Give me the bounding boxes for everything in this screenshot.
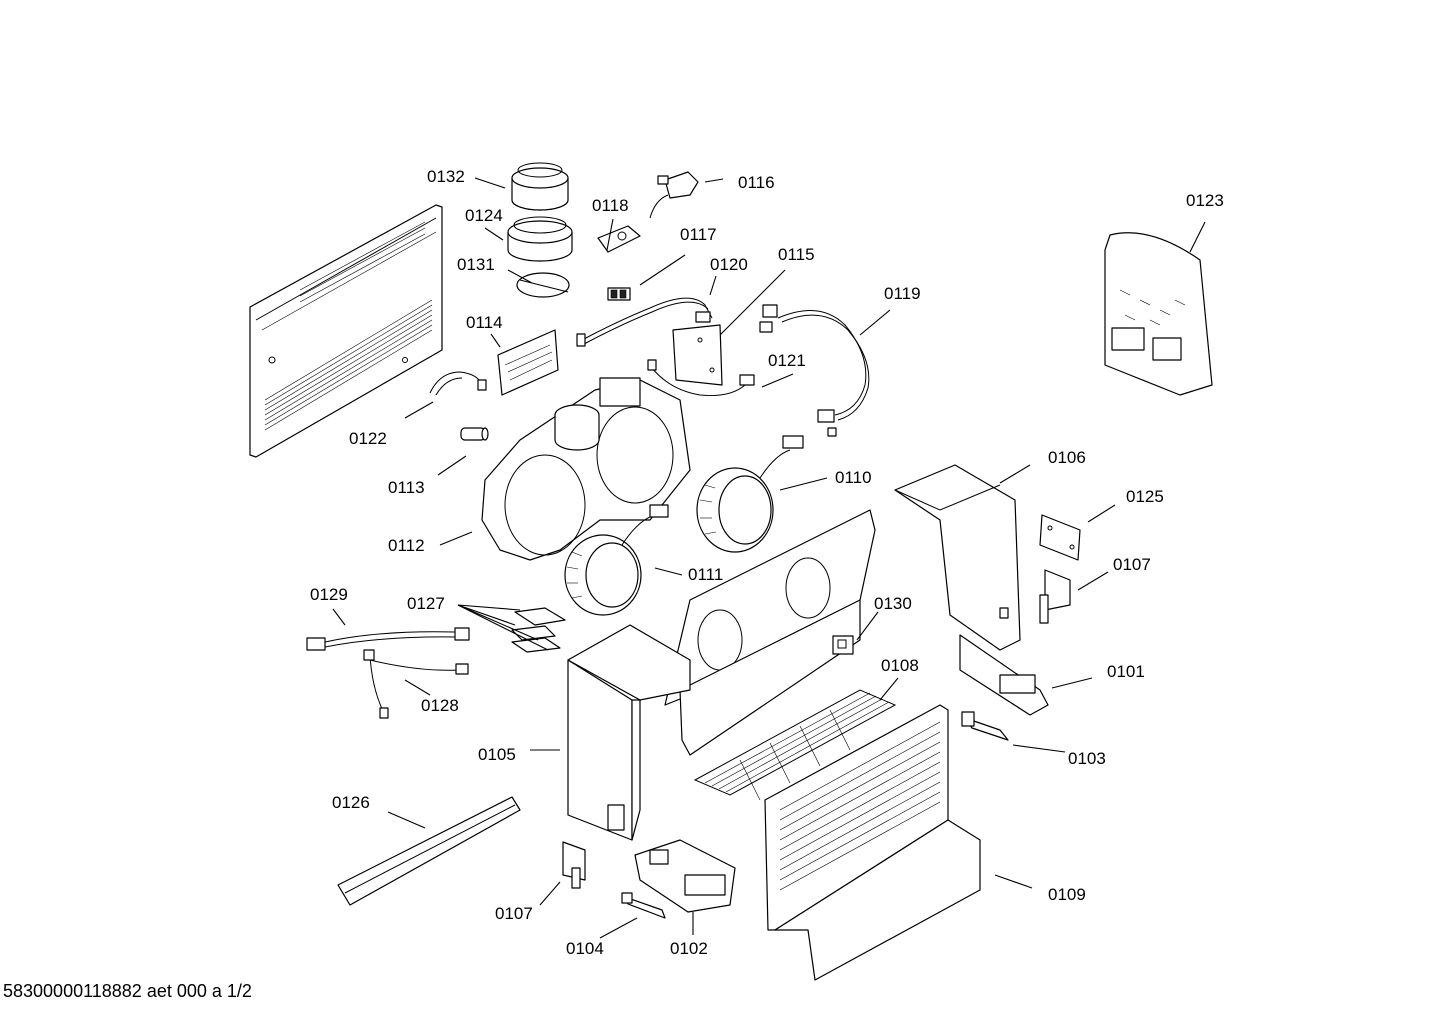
pcb-0114-drawing	[497, 329, 559, 396]
cable-0120-drawing	[576, 297, 713, 347]
cable-0129-drawing	[306, 627, 470, 651]
cable-0122-drawing	[429, 371, 487, 396]
label-0107-upper: 0107	[1113, 555, 1151, 574]
label-0127: 0127	[407, 594, 445, 613]
clip-0107-lower-drawing	[562, 841, 586, 889]
label-0101: 0101	[1107, 662, 1145, 681]
label-0116: 0116	[738, 173, 775, 192]
mains-plug-drawing	[649, 171, 699, 219]
label-0123: 0123	[1186, 191, 1224, 210]
label-0112: 0112	[388, 536, 425, 555]
cable-0121-drawing	[647, 359, 755, 396]
accessory-bag-drawing	[1104, 232, 1213, 396]
label-0110: 0110	[835, 468, 872, 487]
label-0121: 0121	[768, 351, 806, 370]
grease-grid-drawing	[693, 689, 897, 801]
terminal-0130-drawing	[832, 635, 854, 655]
switch-block-drawing	[607, 287, 631, 301]
label-0118: 0118	[592, 196, 629, 215]
label-0128: 0128	[421, 696, 459, 715]
pcb-0115-drawing	[672, 324, 723, 386]
side-frame-drawing	[894, 464, 1021, 651]
label-0122: 0122	[349, 429, 387, 448]
control-module-drawing	[597, 225, 641, 253]
side-panel-drawing	[567, 624, 691, 841]
label-0102: 0102	[670, 939, 708, 958]
label-0114: 0114	[466, 313, 503, 332]
label-0125: 0125	[1126, 487, 1164, 506]
label-0120: 0120	[710, 255, 748, 274]
label-0103: 0103	[1068, 749, 1106, 768]
label-0113: 0113	[388, 478, 425, 497]
label-0109: 0109	[1048, 885, 1086, 904]
label-0130: 0130	[874, 594, 912, 613]
label-0132: 0132	[427, 167, 465, 186]
label-0107-lower: 0107	[495, 904, 533, 923]
bracket-0125-drawing	[1039, 514, 1081, 561]
blower-wheel-0110-drawing	[696, 435, 804, 553]
clip-0107-upper-drawing	[1039, 569, 1071, 624]
label-0117: 0117	[680, 225, 717, 244]
label-0111: 0111	[688, 565, 723, 584]
label-0119: 0119	[884, 284, 921, 303]
capacitor-drawing	[460, 427, 489, 441]
document-reference: 58300000118882 aet 000 a 1/2	[3, 981, 252, 1001]
label-0115: 0115	[778, 245, 815, 264]
label-0106: 0106	[1048, 448, 1086, 467]
cable-harness-0119-drawing	[759, 304, 870, 437]
part-labels: 0132 0124 0131 0114 0122 0113 0112 0118 …	[310, 167, 1224, 958]
label-0104: 0104	[566, 939, 604, 958]
collar-upper-drawing	[511, 162, 569, 211]
label-0129: 0129	[310, 585, 348, 604]
lever-0104-drawing	[621, 892, 666, 919]
small-parts-0127-drawing	[511, 607, 566, 653]
front-panel-drawing	[764, 704, 981, 981]
label-0126: 0126	[332, 793, 370, 812]
blower-wheel-0111-drawing	[564, 504, 669, 616]
label-0108: 0108	[881, 656, 919, 675]
leader-lines	[332, 177, 1206, 939]
rear-bracket-drawing	[664, 509, 876, 756]
label-0124: 0124	[465, 206, 503, 225]
bracket-0103-drawing	[961, 711, 1009, 741]
back-panel-drawing	[249, 204, 443, 458]
collar-lower-drawing	[507, 216, 573, 262]
fan-housing-drawing	[481, 377, 691, 561]
label-0131: 0131	[457, 255, 495, 274]
switch-box-0102-drawing	[634, 839, 736, 913]
bracket-0101-drawing	[959, 634, 1049, 716]
flap-disc-drawing	[516, 272, 570, 298]
label-0105: 0105	[478, 745, 516, 764]
cable-0128-drawing	[363, 649, 469, 719]
bottom-strip-drawing	[337, 796, 521, 906]
